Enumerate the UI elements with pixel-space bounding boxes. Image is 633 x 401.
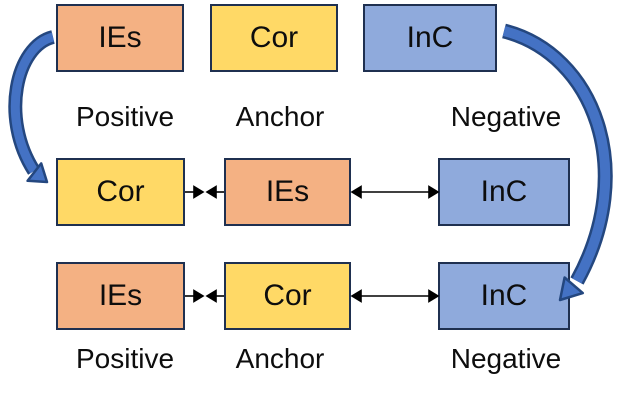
middle-box-ies: IEs: [224, 158, 351, 226]
box-label: IEs: [98, 279, 143, 312]
box-label: Cor: [249, 21, 299, 54]
box-label: Cor: [263, 279, 312, 312]
double-arrow-bottom-icon: [350, 289, 440, 303]
role-label-positive-top: Positive: [75, 101, 175, 132]
box-label: IEs: [265, 175, 310, 208]
role-label-positive-bottom: Positive: [75, 343, 175, 374]
curved-arrow-left-icon: [8, 30, 56, 184]
top-positive-box-ies: IEs: [56, 4, 184, 72]
role-label-anchor-bottom: Anchor: [235, 343, 325, 374]
box-label: Cor: [96, 175, 145, 208]
bottom-box-cor: Cor: [224, 262, 351, 330]
role-label-negative-top: Negative: [450, 101, 562, 132]
box-label: InC: [480, 279, 528, 312]
role-label-anchor-top: Anchor: [235, 101, 325, 132]
role-label-negative-bottom: Negative: [450, 343, 562, 374]
bottom-box-inc: InC: [438, 262, 570, 330]
top-anchor-box-cor: Cor: [210, 4, 338, 72]
bottom-box-ies: IEs: [56, 262, 185, 330]
converging-arrows-bottom-icon: [185, 289, 224, 303]
double-arrow-middle-icon: [350, 185, 440, 199]
middle-box-cor: Cor: [56, 158, 185, 226]
middle-box-inc: InC: [438, 158, 570, 226]
box-label: IEs: [98, 21, 142, 54]
box-label: InC: [406, 21, 454, 54]
top-negative-box-inc: InC: [363, 4, 497, 72]
converging-arrows-middle-icon: [185, 185, 224, 199]
box-label: InC: [480, 175, 528, 208]
